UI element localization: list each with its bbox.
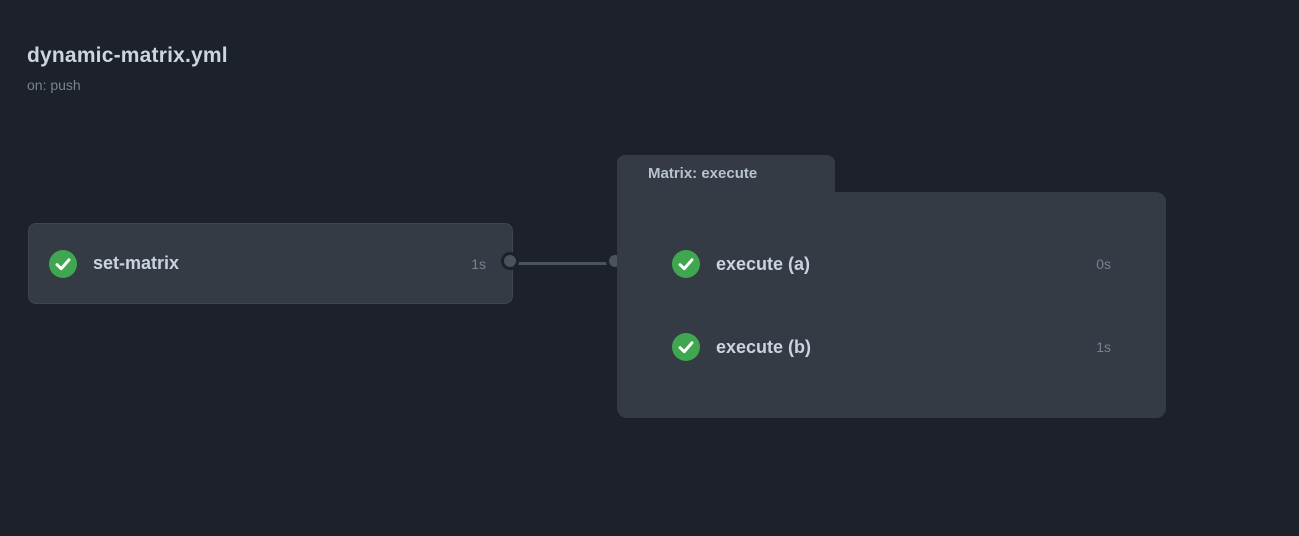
check-circle-icon bbox=[672, 333, 700, 361]
job-label: execute (a) bbox=[716, 253, 811, 274]
job-duration: 1s bbox=[1096, 339, 1111, 355]
job-row-execute-b[interactable]: execute (b) 1s bbox=[672, 332, 1111, 362]
workflow-trigger: on: push bbox=[27, 77, 81, 93]
job-label: execute (b) bbox=[716, 336, 812, 357]
job-row-execute-a[interactable]: execute (a) 0s bbox=[672, 249, 1111, 279]
matrix-group-body: execute (a) 0s execute (b) 1s bbox=[617, 192, 1166, 418]
check-circle-icon bbox=[49, 249, 77, 278]
matrix-group-label: Matrix: execute bbox=[648, 165, 758, 182]
job-duration: 0s bbox=[1096, 256, 1111, 272]
job-card-set-matrix[interactable]: set-matrix 1s bbox=[28, 223, 513, 304]
job-label: set-matrix bbox=[93, 253, 180, 273]
workflow-title: dynamic-matrix.yml bbox=[27, 44, 228, 67]
job-duration: 1s bbox=[471, 255, 486, 272]
workflow-header: dynamic-matrix.yml on: push bbox=[27, 44, 228, 93]
connector-line bbox=[513, 262, 618, 265]
connector-out-dot bbox=[501, 252, 519, 270]
check-circle-icon bbox=[672, 250, 700, 278]
